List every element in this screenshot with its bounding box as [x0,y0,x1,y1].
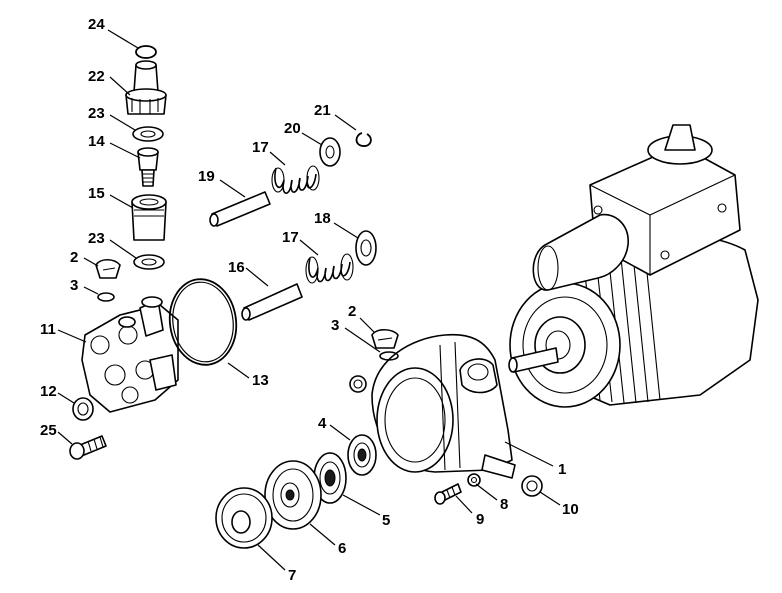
plug-2a [95,258,121,279]
washer-23b [133,254,165,270]
plug-2b [371,328,399,349]
callout-5: 5 [382,512,390,529]
spring-17b [305,253,354,284]
callout-6: 6 [338,540,346,557]
washer-20 [319,137,341,167]
callout-20: 20 [284,120,301,137]
motor-assembly [508,124,759,408]
plug-12 [72,397,94,421]
washer-8 [467,473,481,487]
o-ring-24 [135,45,157,59]
callout-2: 2 [348,303,356,320]
washer-18 [355,230,377,266]
piston-16 [241,283,303,321]
spring-17a [271,165,320,194]
callout-19: 19 [198,168,215,185]
callout-18: 18 [314,210,331,227]
screw-25 [69,435,107,460]
callout-22: 22 [88,68,105,85]
valve-14 [137,147,159,187]
callout-12: 12 [40,383,57,400]
callout-3: 3 [70,277,78,294]
callout-2: 2 [70,249,78,266]
callout-23: 23 [88,230,105,247]
callout-16: 16 [228,259,245,276]
cylinder-head [81,296,179,413]
callout-23: 23 [88,105,105,122]
washer-23a [132,126,164,142]
callout-10: 10 [562,501,579,518]
callout-24: 24 [88,16,105,33]
o-ring-13 [168,278,238,366]
plug-10 [521,475,543,497]
screw-9 [434,483,462,505]
valve-body-15 [131,194,167,241]
callout-7: 7 [288,567,296,584]
callout-17: 17 [282,229,299,246]
callout-25: 25 [40,422,57,439]
callout-labels: 24 22 23 14 15 23 2 3 11 12 25 21 20 17 … [40,16,579,584]
pump-housing [371,333,516,479]
housing-plug [349,375,367,393]
callout-13: 13 [252,372,269,389]
callout-9: 9 [476,511,484,528]
o-ring-3a [97,292,115,302]
callout-21: 21 [314,102,331,119]
callout-3: 3 [331,317,339,334]
callout-14: 14 [88,133,105,150]
o-ring-3b [379,351,399,361]
pulley-7 [215,487,273,549]
piston-19 [209,191,271,227]
callout-4: 4 [318,415,327,432]
callout-17: 17 [252,139,269,156]
fitting-22 [125,60,167,115]
callout-15: 15 [88,185,105,202]
leader-lines [57,29,561,571]
callout-8: 8 [500,496,508,513]
bearing-4 [347,434,377,476]
callout-1: 1 [558,461,566,478]
bearing-5 [313,452,347,504]
circlip-21 [355,132,372,147]
wobble-plate-6 [264,460,322,530]
callout-11: 11 [40,321,56,338]
